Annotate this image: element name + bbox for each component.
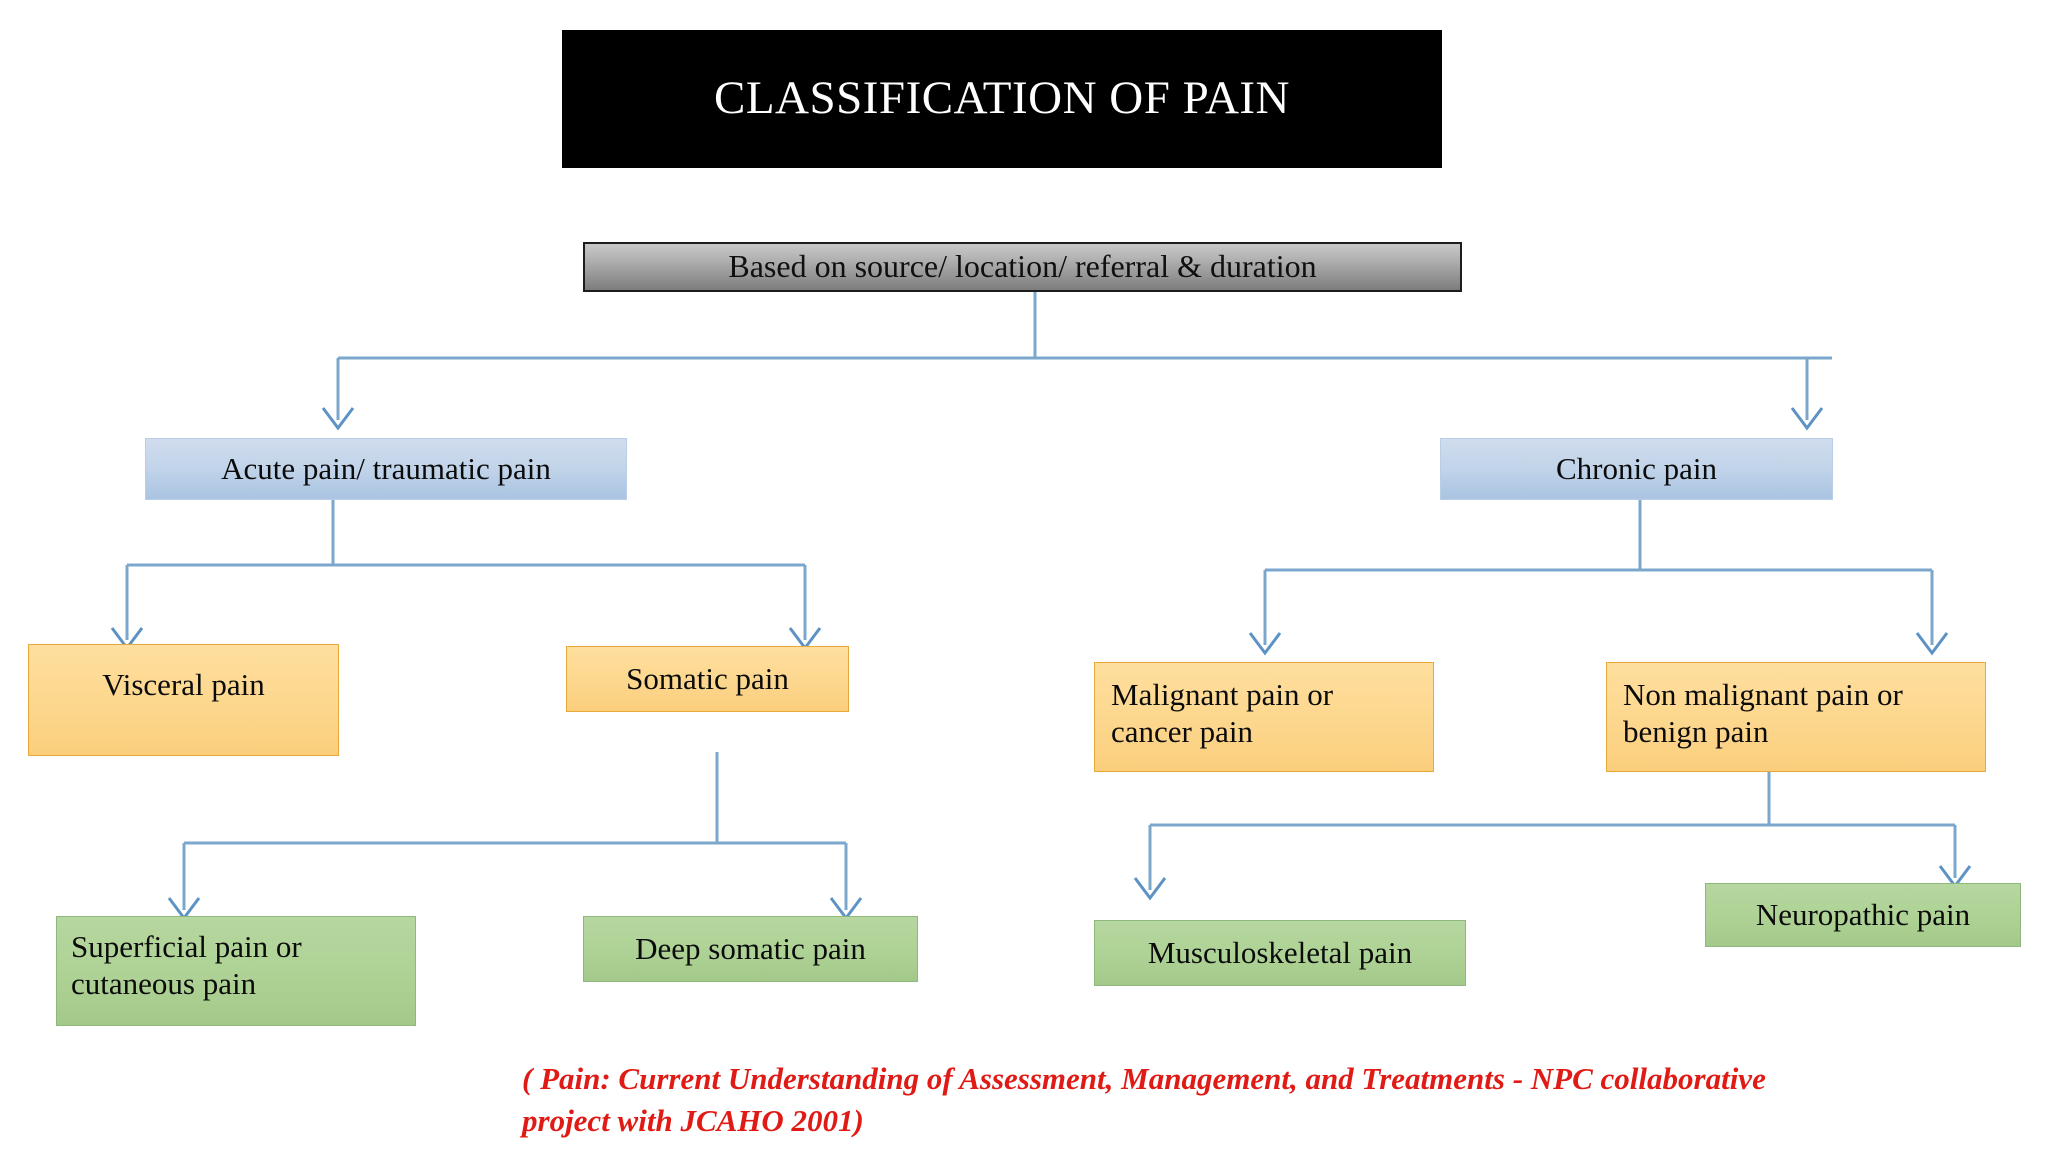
node-somatic-pain-label: Somatic pain: [626, 660, 789, 696]
node-superficial-pain-label-line1: Superficial pain or: [71, 929, 302, 964]
arrowhead-chronic: [1790, 407, 1824, 431]
node-somatic-pain: Somatic pain: [566, 646, 849, 712]
source-caption-line2: collaborative project with JCAHO 2001): [522, 1061, 1766, 1138]
root-node-label: Based on source/ location/ referral & du…: [728, 248, 1317, 285]
node-non-malignant-pain-label-line1: Non malignant pain or: [1623, 677, 1903, 712]
arrowhead-somatic: [788, 627, 822, 651]
node-acute-pain-label: Acute pain/ traumatic pain: [221, 450, 551, 486]
node-musculoskeletal-pain-label: Musculoskeletal pain: [1147, 934, 1413, 970]
node-deep-somatic-pain-label: Deep somatic pain: [635, 930, 866, 966]
source-caption-line1: ( Pain: Current Understanding of Assessm…: [522, 1061, 1593, 1096]
node-superficial-pain-label-line2: cutaneous pain: [71, 965, 257, 1001]
node-malignant-pain: Malignant pain or cancer pain: [1094, 662, 1434, 772]
node-visceral-pain: Visceral pain: [28, 644, 339, 756]
diagram-title-text: CLASSIFICATION OF PAIN: [714, 72, 1290, 125]
node-chronic-pain-label: Chronic pain: [1556, 450, 1717, 486]
node-deep-somatic-pain: Deep somatic pain: [583, 916, 918, 982]
arrowhead-acute: [321, 407, 355, 431]
node-chronic-pain: Chronic pain: [1440, 438, 1833, 500]
node-visceral-pain-label: Visceral pain: [102, 667, 265, 702]
node-malignant-pain-label-line1: Malignant pain or: [1111, 677, 1334, 712]
node-superficial-pain: Superficial pain or cutaneous pain: [56, 916, 416, 1026]
arrowhead-superficial: [167, 897, 201, 921]
source-caption: ( Pain: Current Understanding of Assessm…: [522, 1058, 1822, 1142]
root-node-criteria: Based on source/ location/ referral & du…: [583, 242, 1462, 292]
arrowhead-musculoskeletal: [1133, 877, 1167, 901]
node-malignant-pain-label-line2: cancer pain: [1111, 713, 1253, 749]
node-acute-pain: Acute pain/ traumatic pain: [145, 438, 627, 500]
arrowhead-nonmalignant: [1915, 632, 1949, 656]
node-non-malignant-pain-label-line2: benign pain: [1623, 713, 1769, 749]
node-neuropathic-pain: Neuropathic pain: [1705, 883, 2021, 947]
node-non-malignant-pain: Non malignant pain or benign pain: [1606, 662, 1986, 772]
node-neuropathic-pain-label: Neuropathic pain: [1755, 896, 1971, 932]
node-musculoskeletal-pain: Musculoskeletal pain: [1094, 920, 1466, 986]
arrowhead-malignant: [1248, 632, 1282, 656]
arrowhead-deep: [829, 897, 863, 921]
diagram-title: CLASSIFICATION OF PAIN: [562, 30, 1442, 168]
